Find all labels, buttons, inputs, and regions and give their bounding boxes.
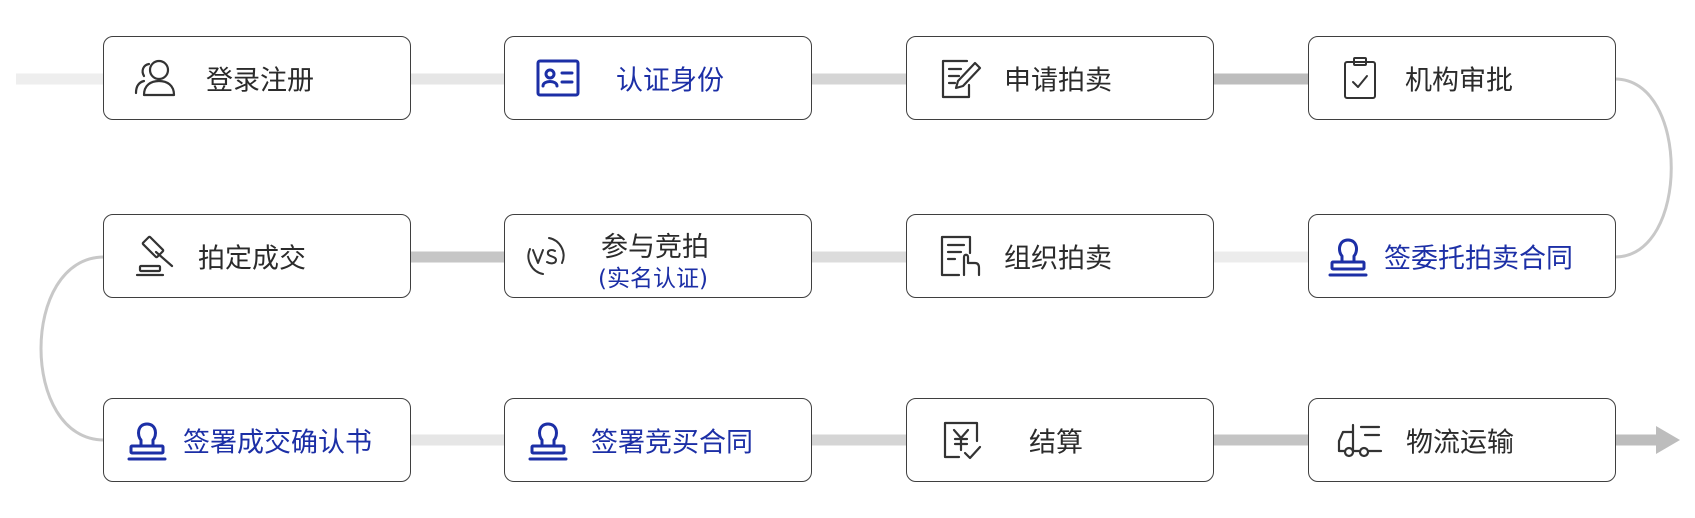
stamp-icon xyxy=(525,417,571,463)
step-logistics-label: 物流运输 xyxy=(1406,427,1514,459)
step-sign-purchase-contract-label: 签署竞买合同 xyxy=(591,427,753,459)
step-logistics[interactable]: 物流运输 xyxy=(1308,398,1616,482)
step-register-label: 登录注册 xyxy=(206,65,314,97)
stamp-icon xyxy=(1325,233,1371,279)
step-deal-closed-label: 拍定成交 xyxy=(198,243,306,275)
step-apply-auction[interactable]: 申请拍卖 xyxy=(906,36,1214,120)
user-group-icon xyxy=(132,55,178,101)
step-sign-entrust-contract-label: 签委托拍卖合同 xyxy=(1384,243,1573,275)
step-organize-auction[interactable]: 组织拍卖 xyxy=(906,214,1214,298)
step-settlement-label: 结算 xyxy=(1029,427,1083,459)
step-join-bidding-label: 参与竞拍 xyxy=(601,232,709,263)
gavel-icon xyxy=(134,233,180,279)
step-sign-entrust-contract[interactable]: 签委托拍卖合同 xyxy=(1308,214,1616,298)
step-join-bidding[interactable]: 参与竞拍 (实名认证) xyxy=(504,214,812,298)
step-deal-closed[interactable]: 拍定成交 xyxy=(103,214,411,298)
truck-icon xyxy=(1337,417,1383,463)
connector-curve-right xyxy=(1614,77,1673,259)
step-verify-identity-label: 认证身份 xyxy=(616,65,724,97)
step-sign-deal-confirmation[interactable]: 签署成交确认书 xyxy=(103,398,411,482)
step-settlement[interactable]: 结算 xyxy=(906,398,1214,482)
edit-document-icon xyxy=(937,55,983,101)
vs-icon xyxy=(523,233,569,279)
step-sign-purchase-contract[interactable]: 签署竞买合同 xyxy=(504,398,812,482)
connector-curve-left xyxy=(39,255,105,442)
clipboard-check-icon xyxy=(1337,55,1383,101)
step-verify-identity[interactable]: 认证身份 xyxy=(504,36,812,120)
yen-check-icon xyxy=(939,417,985,463)
document-hand-icon xyxy=(937,233,983,279)
step-agency-approval-label: 机构审批 xyxy=(1405,65,1513,97)
step-apply-auction-label: 申请拍卖 xyxy=(1004,65,1112,97)
end-arrow-head xyxy=(1656,426,1680,454)
step-register[interactable]: 登录注册 xyxy=(103,36,411,120)
step-agency-approval[interactable]: 机构审批 xyxy=(1308,36,1616,120)
step-join-bidding-sublabel: (实名认证) xyxy=(598,266,708,292)
step-sign-deal-confirmation-label: 签署成交确认书 xyxy=(183,427,372,459)
step-organize-auction-label: 组织拍卖 xyxy=(1004,243,1112,275)
id-card-icon xyxy=(535,55,581,101)
stamp-icon xyxy=(124,417,170,463)
